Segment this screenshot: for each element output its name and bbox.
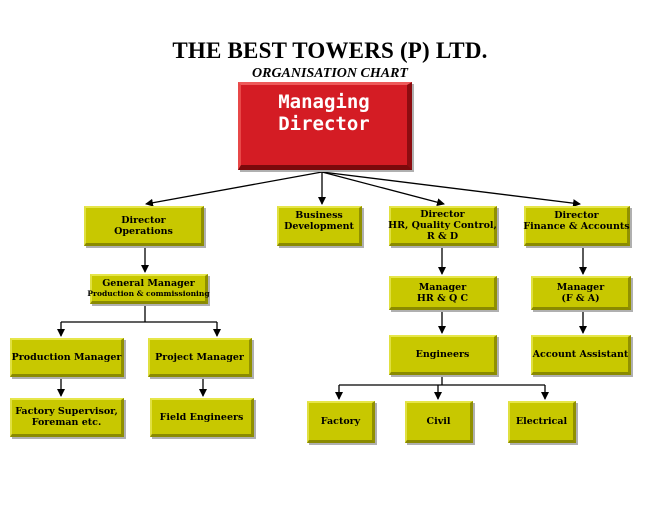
managing-director-box: Managing Director (238, 82, 412, 170)
director-hr-line1: Director (420, 209, 465, 220)
manager-fa-line1: Manager (556, 281, 605, 293)
managing-director-line1: Managing (278, 91, 370, 113)
director-operations-line2: Operations (114, 225, 173, 237)
manager-hr-line2: HR & Q C (416, 292, 469, 304)
connector-md-hr (321, 171, 445, 207)
production-manager-box: Production Manager (10, 338, 124, 377)
civil-label: Civil (426, 416, 451, 427)
chart-subtitle: ORGANISATION CHART (252, 66, 408, 81)
factory-supervisor-line1: Factory Supervisor, (15, 406, 118, 417)
account-assistant-label: Account Assistant (532, 349, 629, 360)
managing-director-line2: Director (278, 113, 370, 135)
general-manager-line2: Production & commissioning (87, 289, 210, 298)
manager-fa-line2: (F & A) (561, 292, 600, 304)
business-development-line1: Business (295, 210, 343, 221)
director-hr-box: Director HR, Quality Control, R & D (388, 206, 497, 246)
director-finance-line1: Director (554, 210, 599, 221)
field-engineers-box: Field Engineers (150, 398, 254, 437)
director-finance-line2: Finance & Accounts (523, 221, 630, 232)
business-development-box: Business Development (277, 206, 362, 246)
general-manager-box: General Manager Production & commissioni… (87, 274, 210, 304)
business-development-line2: Development (284, 221, 354, 232)
connector-md-finance (321, 171, 581, 208)
production-manager-label: Production Manager (11, 351, 122, 363)
director-hr-line3: R & D (426, 231, 459, 242)
director-operations-box: Director Operations (84, 206, 204, 246)
page-title: THE BEST TOWERS (P) LTD. (172, 38, 488, 63)
civil-box: Civil (405, 401, 473, 443)
project-manager-box: Project Manager (148, 338, 252, 377)
manager-hr-box: Manager HR & Q C (389, 276, 497, 310)
factory-supervisor-line2: Foreman etc. (31, 417, 102, 428)
manager-fa-box: Manager (F & A) (531, 276, 631, 310)
director-operations-line1: Director (121, 214, 166, 226)
factory-supervisor-box: Factory Supervisor, Foreman etc. (10, 398, 124, 437)
electrical-box: Electrical (508, 401, 576, 443)
connector-md-operations (145, 171, 323, 207)
director-finance-box: Director Finance & Accounts (523, 206, 630, 246)
field-engineers-label: Field Engineers (159, 411, 244, 423)
director-hr-line2: HR, Quality Control, (388, 220, 497, 231)
factory-label: Factory (320, 416, 361, 427)
engineers-box: Engineers (389, 335, 497, 375)
factory-box: Factory (307, 401, 375, 443)
engineers-label: Engineers (415, 349, 470, 360)
account-assistant-box: Account Assistant (531, 335, 631, 375)
electrical-label: Electrical (515, 416, 568, 427)
general-manager-line1: General Manager (102, 278, 195, 289)
manager-hr-line1: Manager (418, 281, 467, 293)
project-manager-label: Project Manager (155, 351, 244, 363)
